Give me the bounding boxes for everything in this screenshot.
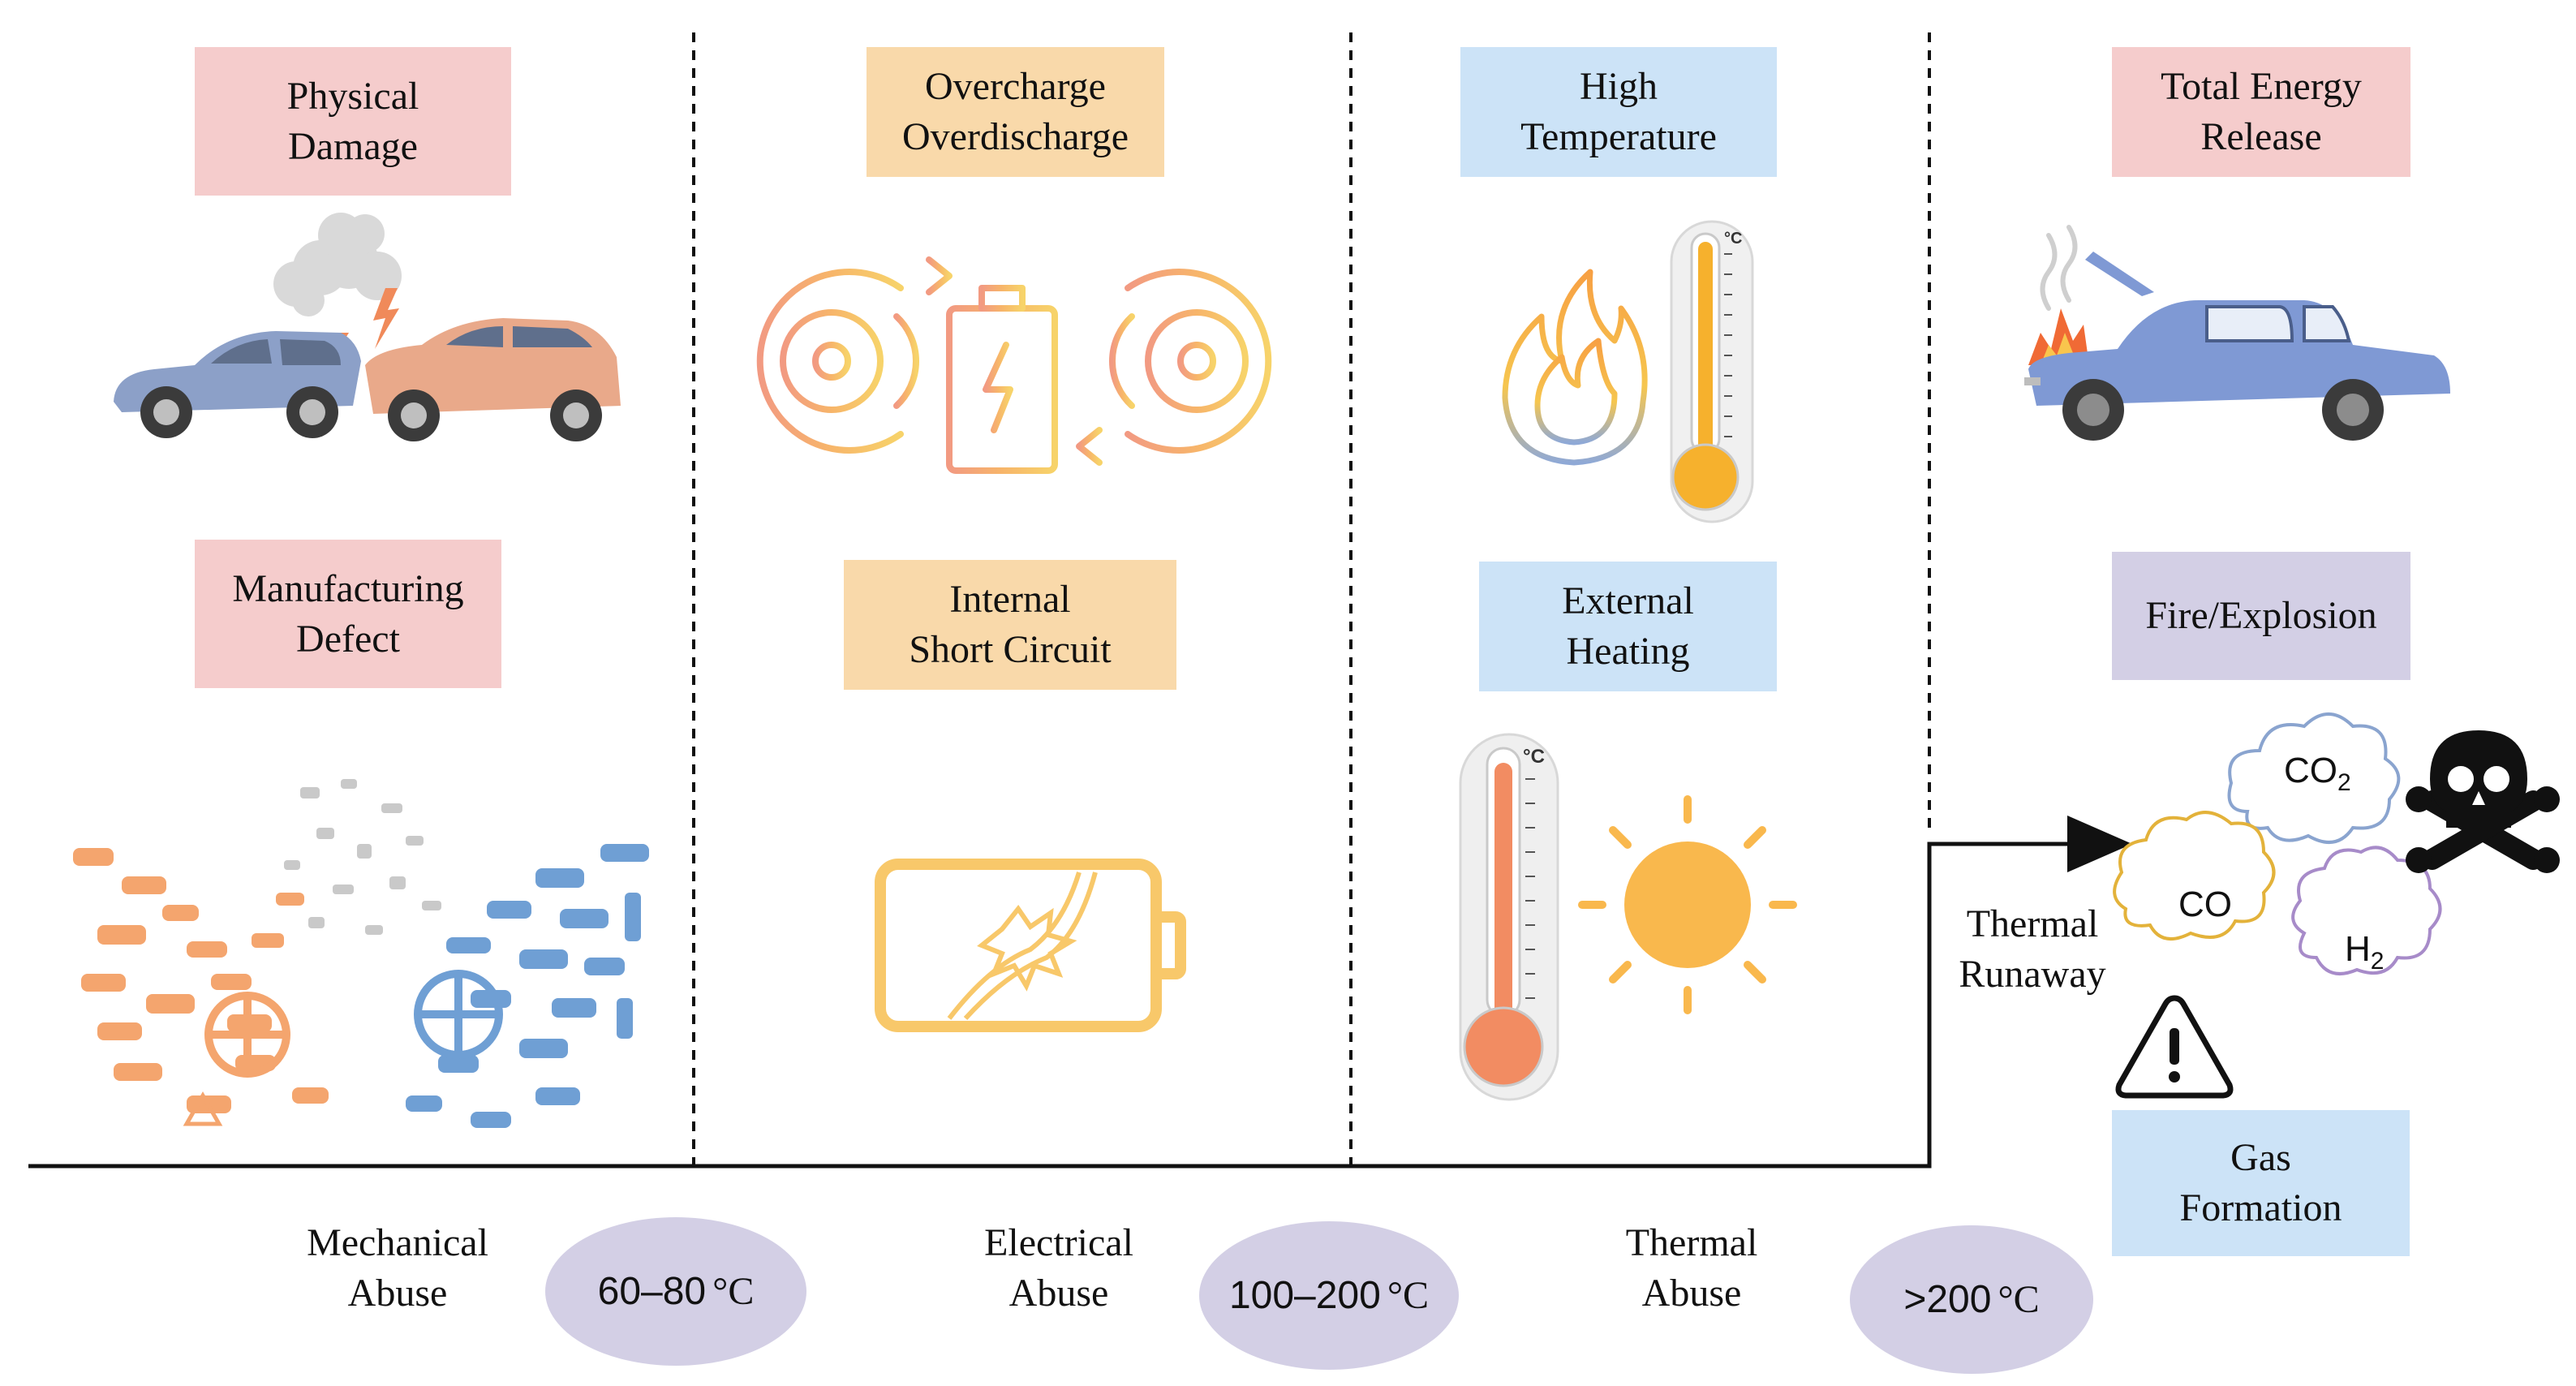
fire-explosion-box: Fire/Explosion [2112,552,2410,680]
external-heating-box: External Heating [1479,562,1777,691]
internal-short-circuit-label: Internal Short Circuit [909,578,1112,671]
manufacturing-defect-box: Manufacturing Defect [195,540,501,688]
thermal-abuse-label: Thermal Abuse [1625,1221,1758,1315]
thermal-temp-unit: °C [1998,1278,2040,1321]
mechanical-temp-unit: °C [712,1270,755,1313]
h2-subscript: 2 [2370,947,2385,975]
car-crash-icon [114,213,621,441]
electrical-temp-unit: °C [1387,1274,1430,1317]
mechanical-abuse-label: Mechanical Abuse [307,1221,488,1315]
high-temperature-label: High Temperature [1520,65,1717,158]
sun-icon [1578,795,1797,1014]
thermal-temp-ellipse: >200°C [1850,1225,2093,1374]
physical-damage-label: Physical Damage [286,74,419,168]
h2-text: H [2345,929,2371,969]
burning-car-icon [2024,225,2450,441]
co2-formula: CO2 [2284,751,2351,797]
electrical-temp-ellipse: 100–200°C [1199,1221,1459,1370]
gas-formation-label: Gas Formation [2179,1136,2342,1229]
total-energy-release-label: Total Energy Release [2161,65,2362,158]
h2-formula: H2 [2345,929,2384,975]
high-temperature-box: High Temperature [1460,47,1777,177]
manufacturing-defect-label: Manufacturing Defect [232,566,464,661]
gas-formation-box: Gas Formation [2112,1110,2410,1256]
co2-text: CO [2284,751,2337,790]
skull-crossbones-icon [2406,730,2560,873]
co-formula: CO [2178,885,2232,925]
thermal-runaway-label: Thermal Runaway [1959,902,2106,996]
overcharge-label: Overcharge Overdischarge [902,65,1129,158]
physical-damage-box: Physical Damage [195,47,511,196]
charge-cycle-icon [756,256,1272,474]
thermometer-icon: °C [1670,220,1754,523]
gas-clouds [2113,712,2442,975]
thermometer-hot-icon: °C [1459,733,1559,1101]
svg-text:°C: °C [1724,230,1742,248]
co2-cloud-icon [2227,712,2401,844]
h2-cloud-icon [2291,846,2442,975]
svg-text:°C: °C [1523,746,1545,768]
thermal-temp-value: >200 [1903,1278,1992,1321]
electrical-temp-value: 100–200 [1228,1274,1381,1317]
warning-icon [2115,995,2234,1099]
flame-icon [1502,269,1648,466]
external-heating-label: External Heating [1562,579,1694,673]
fire-explosion-label: Fire/Explosion [2145,594,2377,637]
damaged-battery-icon [875,859,1186,1032]
scattered-parts-icon [73,779,649,1128]
co-text: CO [2178,885,2232,924]
co2-subscript: 2 [2337,768,2351,796]
mechanical-temp-value: 60–80 [597,1270,707,1313]
co-cloud-icon [2113,811,2276,940]
total-energy-release-box: Total Energy Release [2112,47,2410,177]
overcharge-box: Overcharge Overdischarge [867,47,1164,177]
baseline-step-arrow [28,816,2132,1169]
mechanical-temp-ellipse: 60–80°C [545,1217,806,1366]
internal-short-circuit-box: Internal Short Circuit [844,560,1176,690]
electrical-abuse-label: Electrical Abuse [984,1221,1133,1315]
